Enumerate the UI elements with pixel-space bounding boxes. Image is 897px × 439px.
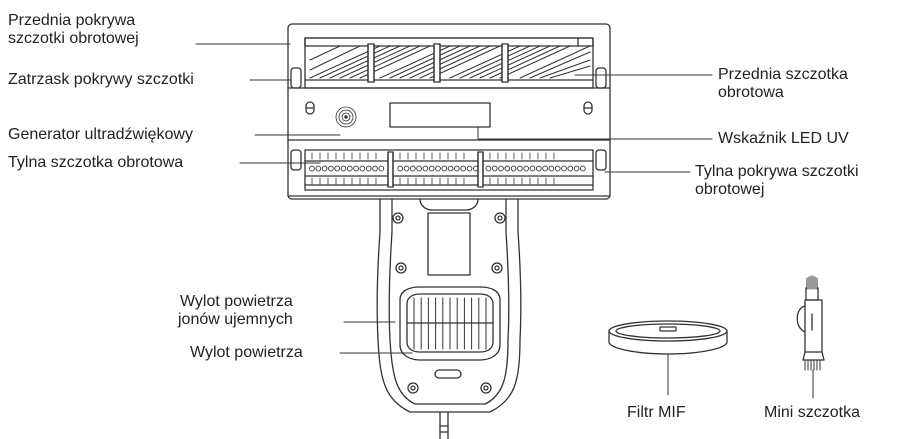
mif-filter-illustration (608, 320, 728, 355)
label-air-outlet: Wylot powietrza (190, 344, 303, 361)
air-outlet-grille (399, 286, 501, 361)
label-rear-roller-brush: Tylna szczotka obrotowa (8, 154, 184, 171)
label-ultrasonic-generator: Generator ultradźwiękowy (8, 126, 193, 143)
label-anion-air-outlet: Wylot powietrza jonów ujemnych (178, 293, 293, 328)
label-brush-cover-latch: Zatrzask pokrywy szczotki (8, 71, 194, 88)
handle (376, 198, 522, 413)
middle-band (305, 101, 593, 128)
latch-right (595, 67, 607, 89)
label-mif-filter: Filtr MIF (627, 404, 686, 421)
ultrasonic-speaker-icon (335, 106, 357, 128)
label-front-brush-cover: Przednia pokrywa szczotki obrotowej (8, 12, 139, 47)
power-cord (439, 411, 449, 439)
leader-lines (195, 43, 814, 399)
rear-roller-brush (304, 149, 594, 191)
mini-brush-illustration (796, 275, 825, 371)
latch-left (290, 67, 302, 89)
label-mini-brush: Mini szczotka (764, 404, 861, 421)
label-front-roller-brush: Przednia szczotka obrotowa (718, 66, 848, 101)
label-rear-brush-cover: Tylna pokrywa szczotki obrotowej (695, 163, 859, 198)
front-roller-brush (304, 37, 594, 89)
label-uv-led-indicator: Wskaźnik LED UV (718, 130, 849, 147)
